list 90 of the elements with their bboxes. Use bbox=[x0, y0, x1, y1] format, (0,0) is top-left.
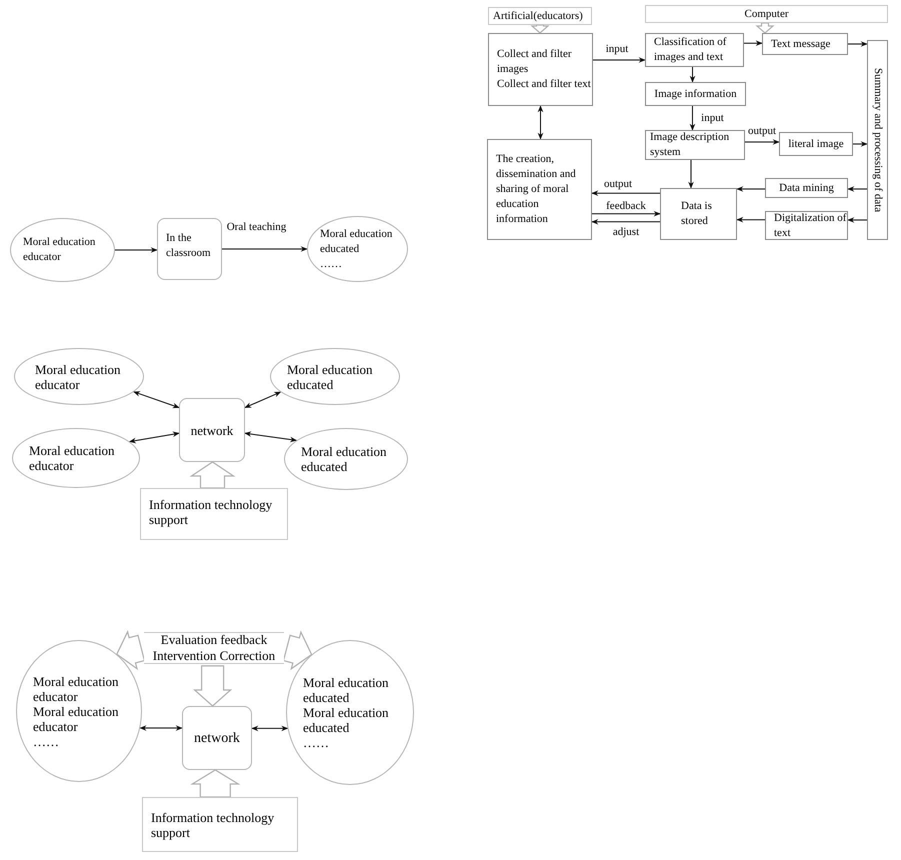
label-box bbox=[645, 5, 888, 23]
edge-label: input bbox=[700, 112, 725, 124]
arrow bbox=[128, 432, 180, 444]
node-text: Information technology support bbox=[149, 497, 274, 527]
arrow bbox=[244, 431, 298, 442]
node-text: Data mining bbox=[779, 180, 834, 196]
hollow-block-arrow bbox=[190, 769, 240, 798]
arrow bbox=[139, 725, 183, 731]
node-text: Classification of images and text bbox=[654, 35, 728, 65]
edge-label: output bbox=[602, 178, 634, 190]
process-box bbox=[645, 33, 744, 67]
arrow bbox=[847, 186, 868, 192]
arrow bbox=[538, 105, 544, 140]
vertical-box bbox=[867, 40, 888, 240]
arrow bbox=[592, 57, 646, 63]
node-text: Text message bbox=[771, 36, 832, 52]
node-text: Digitalization of text bbox=[774, 210, 847, 240]
process-box bbox=[762, 33, 848, 55]
rounded-box bbox=[157, 218, 222, 280]
node-text: Moral education educated bbox=[303, 675, 390, 705]
process-box bbox=[660, 188, 737, 240]
process-box bbox=[779, 132, 853, 156]
node-text: Moral education educator bbox=[29, 443, 116, 473]
process-box bbox=[487, 139, 592, 240]
node-text: Collect and filter images bbox=[497, 47, 573, 77]
node-text: Summary and processing of data bbox=[871, 68, 885, 212]
arrow bbox=[847, 217, 868, 223]
node-text: Collect and filter text bbox=[497, 77, 592, 92]
rounded-box bbox=[179, 398, 245, 462]
node-text: The creation, dissemination and sharing of moral education information bbox=[496, 152, 577, 227]
node-text: Data is stored bbox=[681, 199, 713, 229]
hollow-block-arrow bbox=[282, 630, 312, 670]
arrow bbox=[591, 219, 660, 225]
arrow bbox=[736, 216, 766, 222]
arrow bbox=[222, 246, 308, 252]
arrow bbox=[251, 726, 288, 732]
node-text: network bbox=[190, 422, 234, 438]
node-text: Moral education educated bbox=[301, 444, 388, 474]
arrow bbox=[690, 106, 696, 131]
node-text: In the classroom bbox=[166, 231, 212, 261]
edge-label: input bbox=[604, 43, 630, 55]
arrow bbox=[744, 139, 780, 145]
node-text: Moral education educator bbox=[35, 362, 122, 392]
edge-label: feedback bbox=[605, 200, 647, 212]
process-box bbox=[488, 33, 593, 106]
arrow bbox=[592, 210, 661, 217]
arrow bbox=[852, 141, 868, 147]
node-text: Moral education educated bbox=[320, 226, 394, 256]
hollow-block-arrow bbox=[193, 665, 232, 707]
hollow-block-arrow bbox=[755, 22, 775, 34]
arrow bbox=[736, 186, 766, 192]
arrow bbox=[688, 160, 694, 189]
hollow-block-arrow bbox=[530, 24, 550, 34]
process-box bbox=[645, 82, 746, 106]
arrow bbox=[114, 247, 158, 253]
node-text: Computer bbox=[744, 6, 788, 22]
node-text: …… bbox=[320, 256, 343, 272]
node-text: Image information bbox=[654, 86, 737, 102]
process-box bbox=[645, 130, 745, 160]
node-text: Image description system bbox=[650, 130, 730, 160]
node-text: literal image bbox=[788, 136, 844, 152]
label-box bbox=[488, 7, 592, 25]
arrow bbox=[690, 66, 696, 83]
arrow bbox=[848, 41, 868, 47]
process-box bbox=[765, 178, 848, 198]
node-text: Intervention Correction bbox=[152, 648, 276, 664]
node-text: Moral education educator bbox=[33, 704, 120, 734]
arrow bbox=[133, 391, 180, 408]
node-text: Moral education educator bbox=[33, 674, 120, 704]
node-text: Moral education educated bbox=[303, 705, 390, 735]
arrow bbox=[744, 40, 763, 46]
node-text: Information technology support bbox=[151, 810, 276, 840]
hollow-block-arrow bbox=[116, 630, 146, 670]
label-box bbox=[140, 488, 288, 540]
block-arrow-band bbox=[144, 632, 284, 664]
edge-label: output bbox=[746, 125, 778, 137]
node-text: Artificial(educators) bbox=[493, 8, 584, 24]
node-text: …… bbox=[303, 735, 330, 750]
rounded-box bbox=[182, 706, 252, 770]
node-text: network bbox=[194, 730, 240, 746]
edge-label: adjust bbox=[612, 226, 640, 238]
arrow bbox=[244, 392, 282, 408]
arrow bbox=[591, 190, 660, 196]
hollow-block-arrow bbox=[190, 461, 236, 489]
label-box bbox=[142, 797, 298, 852]
node-text: …… bbox=[33, 734, 60, 748]
node-text: Moral education educated bbox=[287, 362, 374, 392]
node-text: Evaluation feedback bbox=[160, 632, 268, 648]
node-text: Moral education educator bbox=[23, 235, 96, 265]
edge-label: Oral teaching bbox=[226, 221, 288, 233]
